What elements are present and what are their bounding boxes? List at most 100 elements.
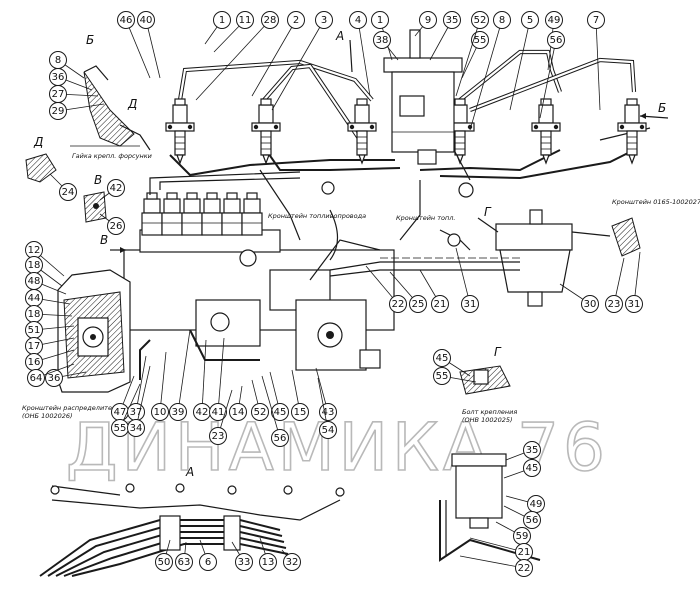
callout-number: 47 [114,407,127,418]
callout-c2a: 2 [251,11,305,97]
detail-d [25,153,57,183]
callout-number: 9 [425,15,431,26]
callout-c47a: 47 [111,375,135,421]
callout-c56a: 56 [539,31,565,119]
leader-line [469,19,503,131]
callout-circle [409,295,427,313]
callout-c22b: 22 [459,555,533,577]
callout-circle [155,553,173,571]
callout-number: 49 [530,499,543,510]
callout-number: 63 [178,557,191,568]
callout-number: 46 [120,15,133,26]
callout-number: 35 [446,15,459,26]
callout-circle [433,349,451,367]
callout-circle [319,421,337,439]
note-bracket-bottom-left-code: (ОНБ 1002026) [22,412,73,420]
callout-c55a: 55 [461,31,489,79]
callout-circle [127,419,145,437]
callout-c45b: 45 [433,349,471,377]
callout-number: 25 [412,299,425,310]
section-b-right: Б [658,101,666,115]
callout-c36a: 36 [45,369,87,387]
callout-number: 14 [232,407,245,418]
callout-circle [169,403,187,421]
callout-number: 6 [205,557,211,568]
callout-number: 44 [28,293,41,304]
callout-circle [236,11,254,29]
callout-circle [271,403,289,421]
callout-number: 12 [28,245,41,256]
detail-b-nozzle [70,65,140,147]
callout-number: 13 [262,557,275,568]
callout-circle [45,369,63,387]
callout-c4a: 4 [349,11,371,97]
callout-c35b: 35 [505,441,541,461]
callout-circle [349,11,367,29]
section-b-left: Б [86,33,94,47]
callout-c63a: 63 [175,541,193,571]
note-mount-bolt-code: (ОНВ 1002025) [462,416,513,424]
detail-a-pipes [39,483,345,577]
callout-number: 56 [274,433,287,444]
callout-circle [107,217,125,235]
callout-c28a: 28 [195,11,279,101]
callout-c39a: 39 [169,329,191,421]
callout-circle [545,11,563,29]
section-v-mid: В [94,173,102,187]
callout-circle [419,11,437,29]
callout-circle [581,295,599,313]
callout-circle [587,11,605,29]
callout-circle [137,11,155,29]
callout-number: 21 [434,299,447,310]
callout-c45c: 45 [503,459,541,479]
leader-line [459,555,525,569]
leader-line [135,365,151,429]
callout-c21b: 21 [469,537,533,561]
callout-number: 30 [584,299,597,310]
callout-c55c: 55 [433,367,477,385]
callout-c15a: 15 [291,369,309,421]
callout-circle [431,295,449,313]
callout-number: 1 [377,15,383,26]
callout-circle [229,403,247,421]
callout-circle [213,11,231,29]
callout-c44a: 44 [25,289,71,307]
leader-line [455,247,471,305]
callout-circle [373,31,391,49]
callout-c5a: 5 [509,11,539,111]
callout-number: 23 [212,431,225,442]
callout-circle [315,11,333,29]
callout-c14a: 14 [229,385,247,421]
callout-c54a: 54 [317,377,337,439]
note-bracket-bottom-left: Кронштейн распределителя [22,404,120,412]
callout-number: 3 [321,15,327,26]
callout-c35a: 35 [429,11,461,61]
leader-line [177,329,191,413]
callout-c11a: 11 [213,11,254,53]
callout-circle [523,441,541,459]
callout-number: 64 [30,373,43,384]
notes: Кронштейн топливопровода Кронштейн топл.… [22,152,700,424]
callout-number: 27 [52,89,65,100]
callout-c18b: 18 [25,305,73,323]
leader-line [159,351,167,413]
callout-c50a: 50 [155,539,173,571]
callout-circle [59,183,77,201]
callout-number: 31 [628,299,641,310]
callout-c41a: 41 [209,337,227,421]
section-g-mid: Г [484,205,492,219]
callout-number: 45 [526,463,539,474]
callout-number: 8 [55,55,61,66]
callout-number: 11 [239,15,252,26]
callout-c27a: 27 [49,85,99,103]
callout-number: 40 [140,15,153,26]
callout-c33a: 33 [231,541,253,571]
callout-number: 43 [322,407,335,418]
callout-c8a: 8 [469,11,511,131]
leader-line [217,337,225,413]
callout-number: 52 [474,15,487,26]
callout-number: 55 [474,35,487,46]
callout-c7a: 7 [587,11,605,111]
callout-c64a: 64 [27,363,75,387]
